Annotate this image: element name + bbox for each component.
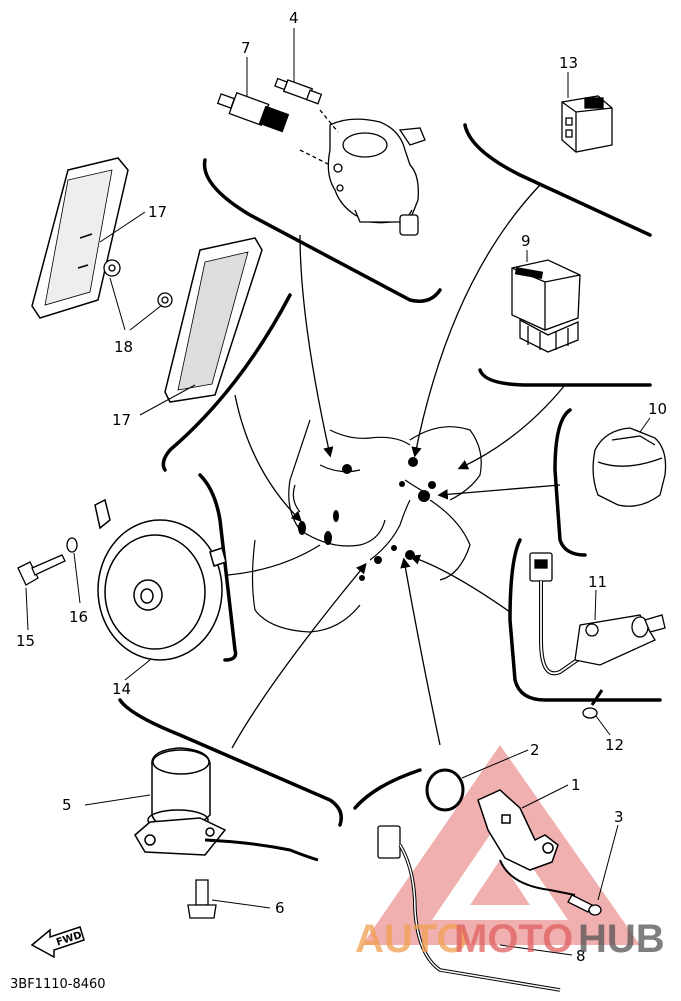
callout-leaders: [25, 28, 651, 956]
fwd-label: FWD: [55, 930, 83, 949]
part-17-reflector-lower: [164, 237, 263, 403]
watermark-hub: HUB: [578, 917, 665, 961]
callout-7: 7: [241, 39, 251, 57]
part-17-reflector-upper: [31, 157, 129, 319]
callout-16: 16: [69, 608, 88, 626]
part-7-switch: [216, 92, 290, 133]
callout-6: 6: [275, 899, 285, 917]
callout-18: 18: [114, 338, 133, 356]
watermark-text: AUTO MOTO HUB: [355, 917, 665, 961]
part-13-box: [561, 95, 613, 153]
part-12-screw: [582, 689, 604, 719]
callout-14: 14: [112, 680, 131, 698]
part-11-switch: [529, 552, 666, 676]
callout-17-lower: 17: [112, 411, 131, 429]
part-16-washer: [66, 537, 78, 553]
sensor-housing: [299, 109, 426, 236]
callout-12: 12: [605, 736, 624, 754]
callout-15: 15: [16, 632, 35, 650]
callout-10: 10: [648, 400, 667, 418]
watermark-auto: AUTO: [355, 917, 468, 961]
callout-8: 8: [576, 947, 586, 965]
callout-3: 3: [614, 808, 624, 826]
harness-connectors: [298, 457, 436, 581]
section-boundaries: [118, 123, 662, 827]
part-15-bolt: [17, 554, 66, 586]
callout-17-upper: 17: [148, 203, 167, 221]
part-8-lead-wire: [377, 825, 576, 992]
part-6-bolt: [187, 879, 217, 919]
harness-center: [251, 419, 482, 633]
part-code: 3BF1110-8460: [10, 977, 106, 992]
callout-5: 5: [62, 796, 72, 814]
watermark-moto: MOTO: [454, 917, 573, 961]
part-2-oring: [425, 768, 465, 812]
callout-9: 9: [521, 232, 531, 250]
part-18-nuts: [103, 259, 173, 308]
part-10-unit: [592, 427, 667, 507]
part-4-sensor: [274, 77, 323, 105]
callout-4: 4: [289, 9, 299, 27]
part-5-motor: [134, 747, 319, 862]
part-3-screw: [567, 894, 602, 916]
part-9-relay: [511, 259, 581, 353]
wiring-leaders: [227, 184, 566, 749]
callout-labels: 4 7 13 9 10 11 12 17 18 17 16 15 14 5 6 …: [16, 9, 667, 965]
callout-11: 11: [588, 573, 607, 591]
fwd-arrow: FWD: [30, 926, 85, 959]
part-1-sensor-plate: [477, 789, 559, 871]
callout-13: 13: [559, 54, 578, 72]
callout-1: 1: [571, 776, 581, 794]
callout-2: 2: [530, 741, 540, 759]
part-14-horn: [94, 498, 227, 661]
